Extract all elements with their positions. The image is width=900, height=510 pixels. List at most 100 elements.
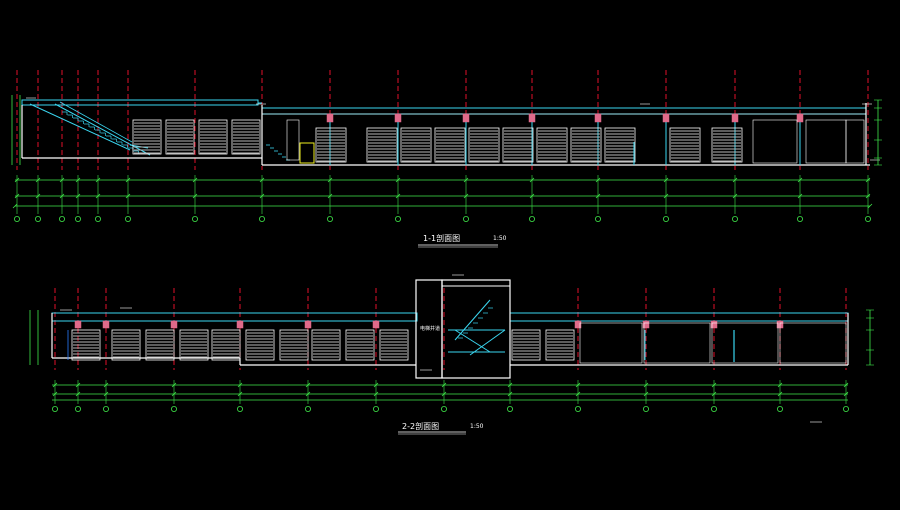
- dim-tick: [327, 193, 333, 199]
- dim-tick: [732, 193, 738, 199]
- open-bay: [752, 119, 798, 164]
- axis-bubble-2: [711, 405, 718, 412]
- section-1-title: 1-1剖面图: [423, 234, 461, 243]
- shutter-door: [111, 329, 141, 361]
- dim-tick: [35, 177, 41, 183]
- column-cap: [170, 320, 178, 329]
- dim-tick: [75, 382, 81, 388]
- open-bay: [779, 322, 847, 364]
- dim-tick: [192, 177, 198, 183]
- dim-tick: [797, 177, 803, 183]
- axis-bubble-2: [843, 405, 850, 412]
- dim-tick: [865, 193, 871, 199]
- dim-tick: [75, 391, 81, 397]
- open-bay: [845, 119, 865, 164]
- column-cap: [662, 113, 670, 123]
- axis-bubble-1: [326, 215, 333, 222]
- open-bay: [711, 322, 779, 364]
- shutter-door: [311, 329, 341, 361]
- dim-tick: [843, 391, 849, 397]
- dim-tick: [59, 193, 65, 199]
- dim-tick: [595, 177, 601, 183]
- dim-tick: [237, 391, 243, 397]
- dim-tick: [305, 391, 311, 397]
- axis-bubble-1: [595, 215, 602, 222]
- shutter-door: [145, 329, 175, 361]
- ramp-top: [29, 103, 131, 151]
- shutter-door: [165, 119, 195, 155]
- axis-bubble-1: [59, 215, 66, 222]
- dim-tick: [529, 193, 535, 199]
- section-2-scale: 1:50: [470, 423, 484, 430]
- shutter-door: [71, 329, 101, 361]
- stair-flight: [454, 299, 491, 341]
- shutter-door: [279, 329, 309, 361]
- axis-bubble-1: [95, 215, 102, 222]
- dim-tick: [14, 193, 20, 199]
- dim-tick: [125, 177, 131, 183]
- dim-tick: [259, 177, 265, 183]
- dim-tick: [777, 382, 783, 388]
- dim-tick: [95, 177, 101, 183]
- dim-tick: [463, 193, 469, 199]
- column-cap: [236, 320, 244, 329]
- dim-tick: [395, 177, 401, 183]
- column-cap: [326, 113, 334, 123]
- stair-core-roof: [441, 279, 511, 287]
- dim-tick: [52, 382, 58, 388]
- roof-slab-right: [261, 107, 867, 115]
- shutter-door: [502, 127, 534, 163]
- dim-tick: [777, 391, 783, 397]
- dim-tick: [575, 382, 581, 388]
- section-1-scale: 1:50: [493, 235, 507, 242]
- dim-tick: [12, 203, 18, 209]
- shutter-door: [315, 127, 347, 163]
- column-cap: [74, 320, 82, 329]
- dim-tick: [52, 391, 58, 397]
- axis-bubble-2: [506, 405, 513, 412]
- dim-tick: [711, 391, 717, 397]
- dim-tick: [259, 193, 265, 199]
- dim-tick: [327, 177, 333, 183]
- shutter-door: [545, 329, 575, 361]
- shutter-door: [400, 127, 432, 163]
- axis-bubble-2: [52, 405, 59, 412]
- axis-bubble-1: [732, 215, 739, 222]
- dim-tick: [95, 193, 101, 199]
- shutter-door: [468, 127, 500, 163]
- dim-tick: [75, 177, 81, 183]
- shutter-door: [345, 329, 375, 361]
- section-2-title: 2-2剖面图: [402, 422, 440, 431]
- dim-tick: [797, 193, 803, 199]
- shutter-door: [198, 119, 228, 155]
- stair-core: [441, 279, 511, 379]
- axis-bubble-1: [797, 215, 804, 222]
- dim-tick: [59, 177, 65, 183]
- column-cap: [642, 320, 650, 329]
- dim-tick: [125, 193, 131, 199]
- axis-bubble-1: [35, 215, 42, 222]
- axis-bubble-1: [13, 215, 20, 222]
- dim-tick: [529, 177, 535, 183]
- dim-tick: [35, 193, 41, 199]
- stair-flight: [469, 329, 506, 356]
- shutter-door: [570, 127, 602, 163]
- axis-bubble-1: [663, 215, 670, 222]
- dim-tick: [732, 177, 738, 183]
- dim-tick: [643, 382, 649, 388]
- dim-tick: [507, 391, 513, 397]
- yellow-marker: [299, 142, 315, 164]
- dim-tick: [373, 391, 379, 397]
- shutter-door: [366, 127, 398, 163]
- dim-tick: [643, 391, 649, 397]
- axis-bubble-2: [643, 405, 650, 412]
- axis-bubble-1: [258, 215, 265, 222]
- dim-tick: [663, 177, 669, 183]
- dim-tick: [843, 382, 849, 388]
- dim-tick: [373, 382, 379, 388]
- ramp-rail: [59, 101, 133, 143]
- dim-tick: [103, 391, 109, 397]
- shutter-door: [511, 329, 541, 361]
- shutter-door: [669, 127, 701, 163]
